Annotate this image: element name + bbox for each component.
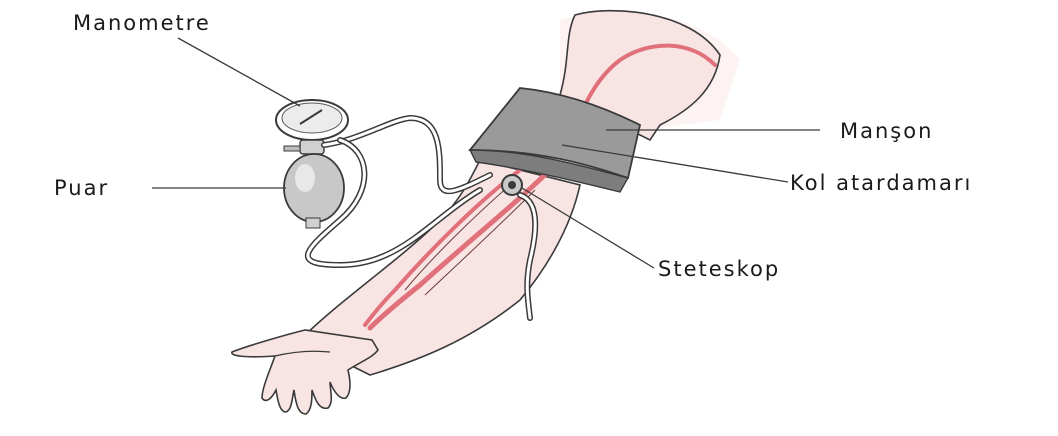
valve [300, 140, 324, 154]
manometer-face [282, 103, 342, 133]
bulb [284, 154, 344, 222]
bulb-valve [306, 218, 320, 228]
valve-screw [284, 146, 300, 151]
tube-1-inner [324, 118, 490, 191]
tube-1 [324, 118, 490, 191]
label-steteskop: Steteskop [658, 257, 780, 281]
bulb-highlight [295, 164, 315, 192]
leader-manometre [178, 38, 300, 106]
stethoscope-chestpiece-center [508, 181, 516, 189]
label-kol-atardamari: Kol atardamarı [790, 171, 972, 195]
label-puar: Puar [54, 176, 109, 200]
label-manson: Manşon [840, 119, 933, 143]
hand [232, 330, 378, 414]
label-manometre: Manometre [73, 11, 211, 35]
